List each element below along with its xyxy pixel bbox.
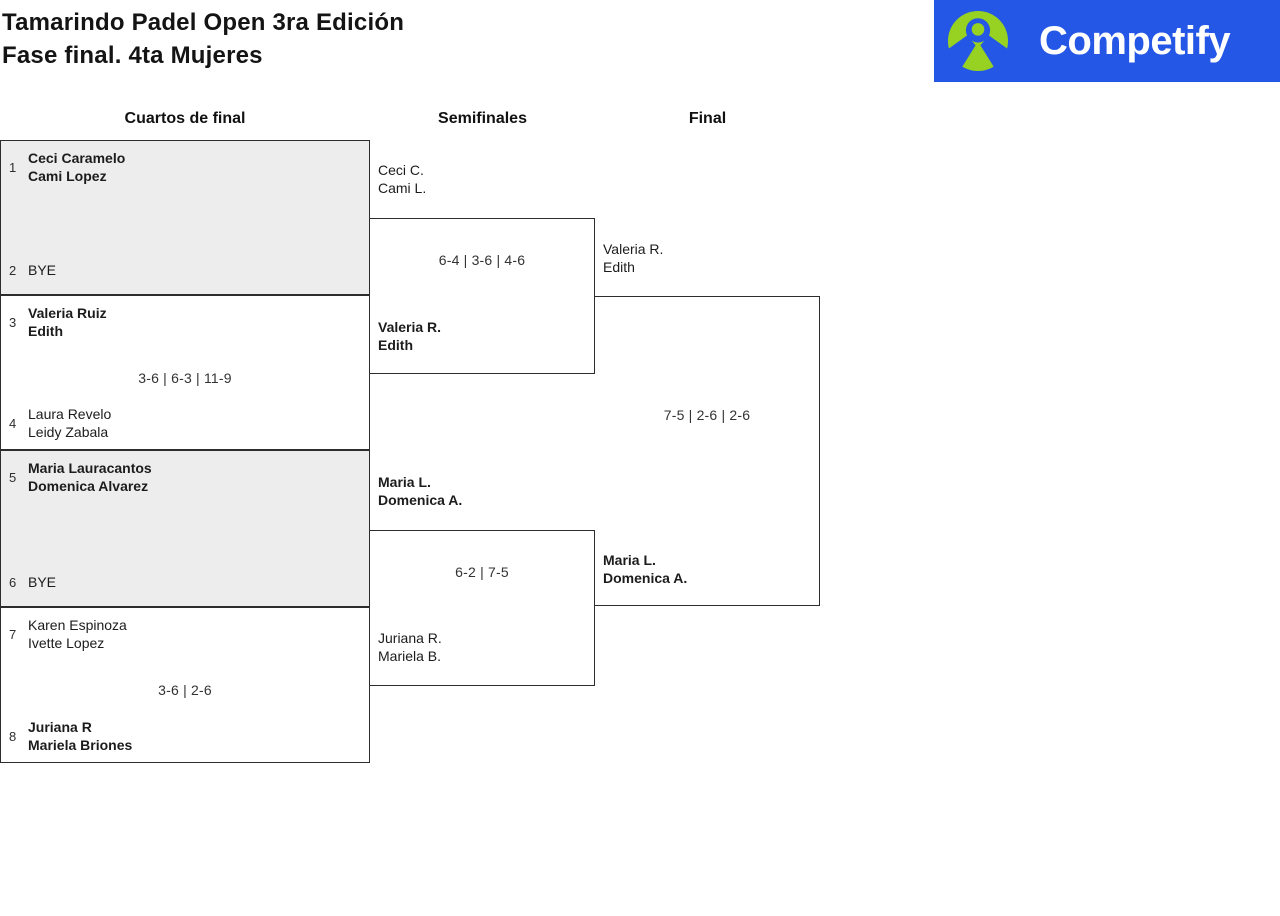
competify-person-circle-icon — [947, 10, 1009, 72]
team-row: 4 Laura Revelo Leidy Zabala — [9, 406, 111, 441]
sf-match-2[interactable]: 6-2 | 7-5 — [370, 530, 595, 686]
team-name: Karen Espinoza Ivette Lopez — [28, 617, 127, 651]
seed-number: 3 — [9, 315, 17, 330]
qf-match-1[interactable]: 1 Ceci Caramelo Cami Lopez 2 BYE — [0, 140, 370, 295]
seed-number: 4 — [9, 416, 17, 431]
match-score: 6-4 | 3-6 | 4-6 — [438, 252, 526, 268]
team-name: Laura Revelo Leidy Zabala — [28, 406, 112, 440]
team-row: 5 Maria Lauracantos Domenica Alvarez — [9, 460, 152, 495]
round-header-quarterfinals: Cuartos de final — [124, 110, 246, 127]
competify-wordmark: Competify — [1039, 18, 1231, 63]
seed-number: 8 — [9, 729, 17, 744]
match-score: 7-5 | 2-6 | 2-6 — [663, 407, 751, 423]
team-name: Ceci C. Cami L. — [378, 162, 427, 196]
team-row: 2 BYE — [9, 262, 56, 280]
seed-number: 1 — [9, 160, 17, 175]
tournament-title: Tamarindo Padel Open 3ra Edición — [2, 9, 405, 36]
team-name: Valeria R. Edith — [378, 319, 442, 353]
team-name: Valeria Ruiz Edith — [28, 305, 107, 339]
seed-number: 2 — [9, 262, 17, 278]
round-header-semifinals: Semifinales — [438, 110, 527, 127]
match-score: 3-6 | 2-6 — [158, 682, 212, 698]
team-name: Maria L. Domenica A. — [603, 552, 688, 586]
seed-number: 7 — [9, 627, 17, 642]
team-row: 6 BYE — [9, 574, 56, 592]
team-name: Juriana R Mariela Briones — [28, 719, 133, 753]
team-name: Maria L. Domenica A. — [378, 474, 463, 508]
team-row: 7 Karen Espinoza Ivette Lopez — [9, 617, 127, 652]
team-row: 8 Juriana R Mariela Briones — [9, 719, 132, 754]
competify-logo-banner[interactable]: Competify — [934, 0, 1280, 82]
team-name: BYE — [28, 261, 57, 278]
qf-match-2[interactable]: 3 Valeria Ruiz Edith 3-6 | 6-3 | 11-9 4 … — [0, 295, 370, 450]
team-name: Maria Lauracantos Domenica Alvarez — [28, 460, 152, 494]
team-name: Valeria R. Edith — [603, 241, 664, 275]
tournament-subtitle: Fase final. 4ta Mujeres — [2, 42, 263, 69]
seed-number: 5 — [9, 470, 17, 485]
sf-match-1[interactable]: 6-4 | 3-6 | 4-6 — [370, 218, 595, 374]
team-name: BYE — [28, 573, 57, 590]
team-row: 3 Valeria Ruiz Edith — [9, 305, 107, 340]
final-match[interactable]: 7-5 | 2-6 | 2-6 — [595, 296, 820, 606]
match-score: 3-6 | 6-3 | 11-9 — [138, 370, 232, 386]
page-title: Tamarindo Padel Open 3ra Edición Fase fi… — [2, 6, 404, 72]
team-name: Juriana R. Mariela B. — [378, 630, 442, 664]
team-row: 1 Ceci Caramelo Cami Lopez — [9, 150, 125, 185]
qf-match-3[interactable]: 5 Maria Lauracantos Domenica Alvarez 6 B… — [0, 450, 370, 607]
seed-number: 6 — [9, 574, 17, 590]
qf-match-4[interactable]: 7 Karen Espinoza Ivette Lopez 3-6 | 2-6 … — [0, 607, 370, 763]
match-score: 6-2 | 7-5 — [455, 564, 509, 580]
round-header-final: Final — [688, 110, 727, 127]
team-name: Ceci Caramelo Cami Lopez — [28, 150, 126, 184]
